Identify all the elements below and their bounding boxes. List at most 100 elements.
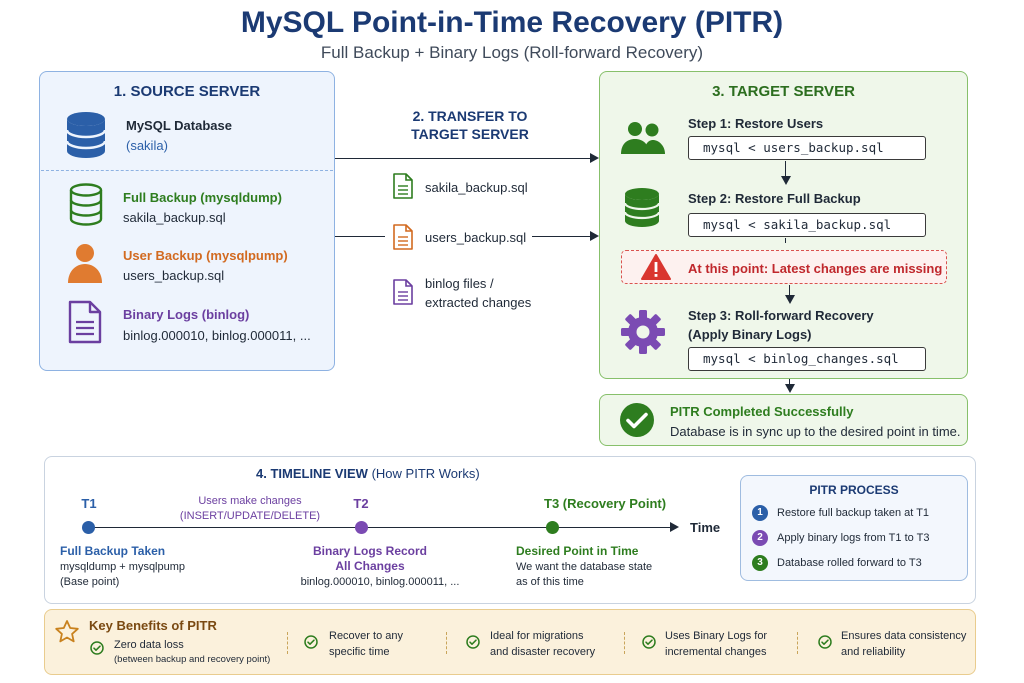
transfer-file-users: users_backup.sql xyxy=(425,230,527,245)
benefit-check-icon-1 xyxy=(90,641,104,655)
t3-detail-line2: as of this time xyxy=(516,576,584,588)
page-subtitle: Full Backup + Binary Logs (Roll-forward … xyxy=(320,43,704,62)
process-number-3: 3 xyxy=(752,555,768,571)
step1-label: Step 1: Restore Users xyxy=(688,116,824,131)
check-circle-icon xyxy=(620,403,654,437)
page-title: MySQL Point-in-Time Recovery (PITR) xyxy=(240,6,784,39)
step2-label: Step 2: Restore Full Backup xyxy=(688,191,861,206)
step-arrow-3-head xyxy=(785,295,795,304)
complete-arrow-line xyxy=(789,379,790,386)
sakila-file-icon xyxy=(393,173,413,199)
benefit-4-line1: Uses Binary Logs for xyxy=(665,630,768,642)
step3-command: mysql < binlog_changes.sql xyxy=(688,347,926,371)
benefit-separator-1 xyxy=(287,632,288,654)
step2-command: mysql < sakila_backup.sql xyxy=(688,213,926,237)
timeline-axis-arrow xyxy=(670,522,679,532)
benefit-3-line1: Ideal for migrations xyxy=(490,630,584,642)
restore-database-icon xyxy=(623,188,661,227)
user-icon xyxy=(68,244,102,283)
t3-title: Desired Point in Time xyxy=(516,544,639,558)
process-number-2: 2 xyxy=(752,530,768,546)
timeline-axis xyxy=(88,527,672,528)
t1-title: Full Backup Taken xyxy=(60,544,166,558)
transfer-arrow-line-mid-left xyxy=(335,236,385,237)
binlog-file-icon xyxy=(393,279,413,305)
t2-title-line1: Binary Logs Record xyxy=(312,544,428,558)
transfer-title-line1: 2. TRANSFER TO xyxy=(412,108,528,124)
t2-label: T2 xyxy=(353,496,369,511)
t3-detail-line1: We want the database state xyxy=(516,561,653,573)
process-item-3: Database rolled forward to T3 xyxy=(777,557,922,569)
database-icon xyxy=(65,112,107,158)
transfer-file-binlog-line1: binlog files / xyxy=(425,276,494,291)
timeline-title-rest: (How PITR Works) xyxy=(371,466,480,481)
t2-detail-line1: binlog.000010, binlog.000011, ... xyxy=(300,576,460,588)
step1-command: mysql < users_backup.sql xyxy=(688,136,926,160)
transfer-arrow-line-mid-right xyxy=(532,236,591,237)
process-title: PITR PROCESS xyxy=(809,483,899,497)
step3-label-line1: Step 3: Roll-forward Recovery xyxy=(688,308,874,323)
transfer-file-binlog-line2: extracted changes xyxy=(425,295,532,310)
process-number-1: 1 xyxy=(752,505,768,521)
gear-icon xyxy=(621,310,665,354)
source-divider xyxy=(41,170,333,171)
benefit-1-line1: Zero data loss xyxy=(114,639,184,651)
benefit-check-icon-3 xyxy=(466,635,480,649)
warning-box xyxy=(621,250,947,284)
source-server-title: 1. SOURCE SERVER xyxy=(113,83,261,100)
full-backup-database-icon xyxy=(69,183,103,226)
database-name: MySQL Database xyxy=(126,118,232,133)
star-icon xyxy=(55,620,79,643)
t1-marker xyxy=(82,521,95,534)
transfer-file-sakila: sakila_backup.sql xyxy=(425,180,528,195)
users-group-icon xyxy=(621,122,665,154)
timeline-title-bold: 4. TIMELINE VIEW xyxy=(256,466,368,481)
step-arrow-3-line xyxy=(789,285,790,297)
transfer-title-line2: TARGET SERVER xyxy=(411,126,529,142)
t2-title-line2: All Changes xyxy=(335,559,405,573)
t1-detail-line1: mysqldump + mysqlpump xyxy=(60,561,186,573)
benefit-5-line1: Ensures data consistency xyxy=(841,630,967,642)
process-item-2: Apply binary logs from T1 to T3 xyxy=(777,532,930,544)
t1-detail-line2: (Base point) xyxy=(60,576,120,588)
benefit-separator-4 xyxy=(797,632,798,654)
benefits-panel xyxy=(44,609,976,675)
benefit-2-line2: specific time xyxy=(329,646,390,658)
benefit-separator-3 xyxy=(624,632,625,654)
step-arrow-2-line xyxy=(785,238,786,243)
benefit-check-icon-4 xyxy=(642,635,656,649)
full-backup-file: sakila_backup.sql xyxy=(123,210,226,225)
step-arrow-1-line xyxy=(785,161,786,178)
t3-label: T3 (Recovery Point) xyxy=(544,496,667,511)
binlog-label: Binary Logs (binlog) xyxy=(123,307,250,322)
transfer-arrow-head-top xyxy=(590,153,599,163)
benefit-1-line2: (between backup and recovery point) xyxy=(114,654,271,665)
full-backup-label: Full Backup (mysqldump) xyxy=(123,190,282,205)
benefit-5-line2: and reliability xyxy=(841,646,906,658)
target-server-title: 3. TARGET SERVER xyxy=(712,83,855,100)
benefit-check-icon-2 xyxy=(304,635,318,649)
users-file-icon xyxy=(393,224,413,250)
benefit-4-line2: incremental changes xyxy=(665,646,767,658)
changes-label-line1: Users make changes xyxy=(198,495,302,507)
benefit-separator-2 xyxy=(446,632,447,654)
transfer-arrow-line-top xyxy=(335,158,591,159)
step3-label-line2: (Apply Binary Logs) xyxy=(688,327,812,342)
binlog-files: binlog.000010, binlog.000011, ... xyxy=(123,328,311,343)
t1-label: T1 xyxy=(81,496,97,511)
benefit-2-line1: Recover to any xyxy=(329,630,403,642)
transfer-arrow-head-mid xyxy=(590,231,599,241)
completed-title: PITR Completed Successfully xyxy=(670,404,854,419)
benefit-check-icon-5 xyxy=(818,635,832,649)
benefits-title: Key Benefits of PITR xyxy=(89,618,217,633)
benefit-3-line2: and disaster recovery xyxy=(490,646,596,658)
user-backup-label: User Backup (mysqlpump) xyxy=(123,248,288,263)
changes-label-line2: (INSERT/UPDATE/DELETE) xyxy=(179,510,321,522)
timeline-axis-label: Time xyxy=(690,520,721,535)
completed-text: Database is in sync up to the desired po… xyxy=(670,424,961,439)
step-arrow-1-head xyxy=(781,176,791,185)
t3-marker xyxy=(546,521,559,534)
complete-arrow-head xyxy=(785,384,795,393)
process-panel xyxy=(740,475,968,581)
user-backup-file: users_backup.sql xyxy=(123,268,225,283)
